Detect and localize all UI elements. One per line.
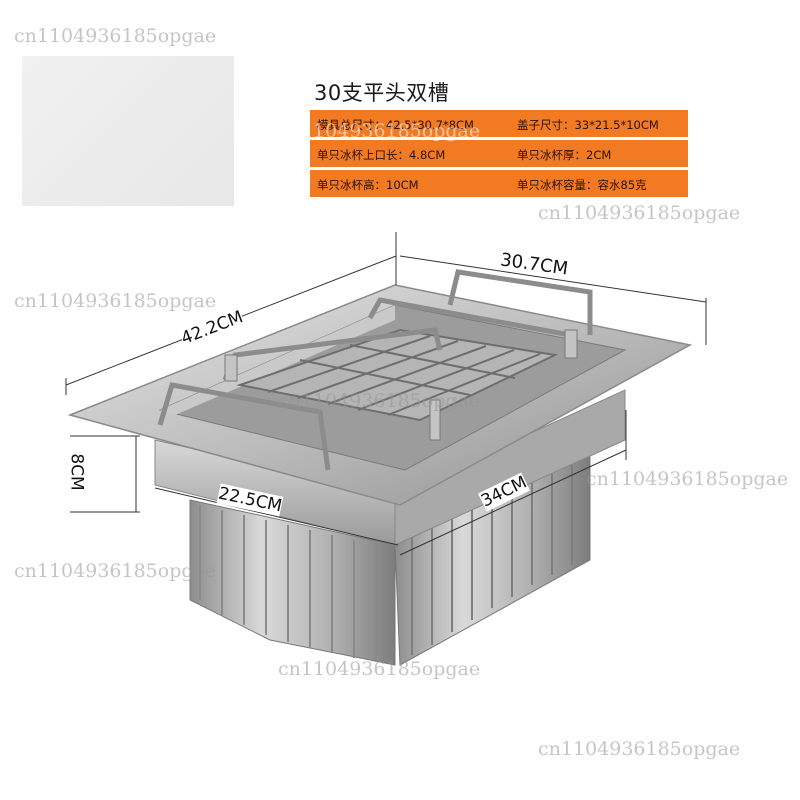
watermark: cn1104936185opgae	[278, 120, 481, 142]
stick-holder	[236, 328, 559, 422]
watermark: cn1104936185opgae	[586, 468, 789, 490]
watermark: cn1104936185opgae	[538, 202, 741, 224]
spec-left: 单只冰杯高：10CM	[317, 178, 419, 192]
spec-right: 单只冰杯厚：2CM	[517, 148, 612, 162]
spec-row: 模具总尺寸：42.5*30.7*8CM 盖子尺寸：33*21.5*10CM	[310, 110, 688, 137]
cups-left	[189, 499, 396, 666]
product-title: 30支平头双槽	[314, 81, 450, 105]
spec-row: 单只冰杯上口长：4.8CM 单只冰杯厚：2CM	[310, 140, 688, 167]
dim-height: 8CM	[66, 453, 87, 491]
tank-side	[394, 389, 626, 546]
watermark: cn1104936185opgae	[278, 658, 481, 680]
watermark: cn1104936185opgae	[14, 25, 217, 47]
spec-row: 单只冰杯高：10CM 单只冰杯容量：容水85克	[310, 170, 688, 197]
spec-left: 单只冰杯上口长：4.8CM	[317, 148, 446, 162]
watermark: cn1104936185opgae	[14, 560, 217, 582]
spec-right: 单只冰杯容量：容水85克	[517, 178, 647, 192]
gray-panel	[22, 56, 234, 206]
spec-table: 模具总尺寸：42.5*30.7*8CM 盖子尺寸：33*21.5*10CM 单只…	[310, 110, 688, 200]
spec-left: 模具总尺寸：42.5*30.7*8CM	[317, 118, 474, 132]
watermark: cn1104936185opgae	[278, 390, 481, 412]
spec-right: 盖子尺寸：33*21.5*10CM	[517, 118, 659, 132]
watermark: cn1104936185opgae	[538, 738, 741, 760]
watermark: cn1104936185opgae	[14, 290, 217, 312]
